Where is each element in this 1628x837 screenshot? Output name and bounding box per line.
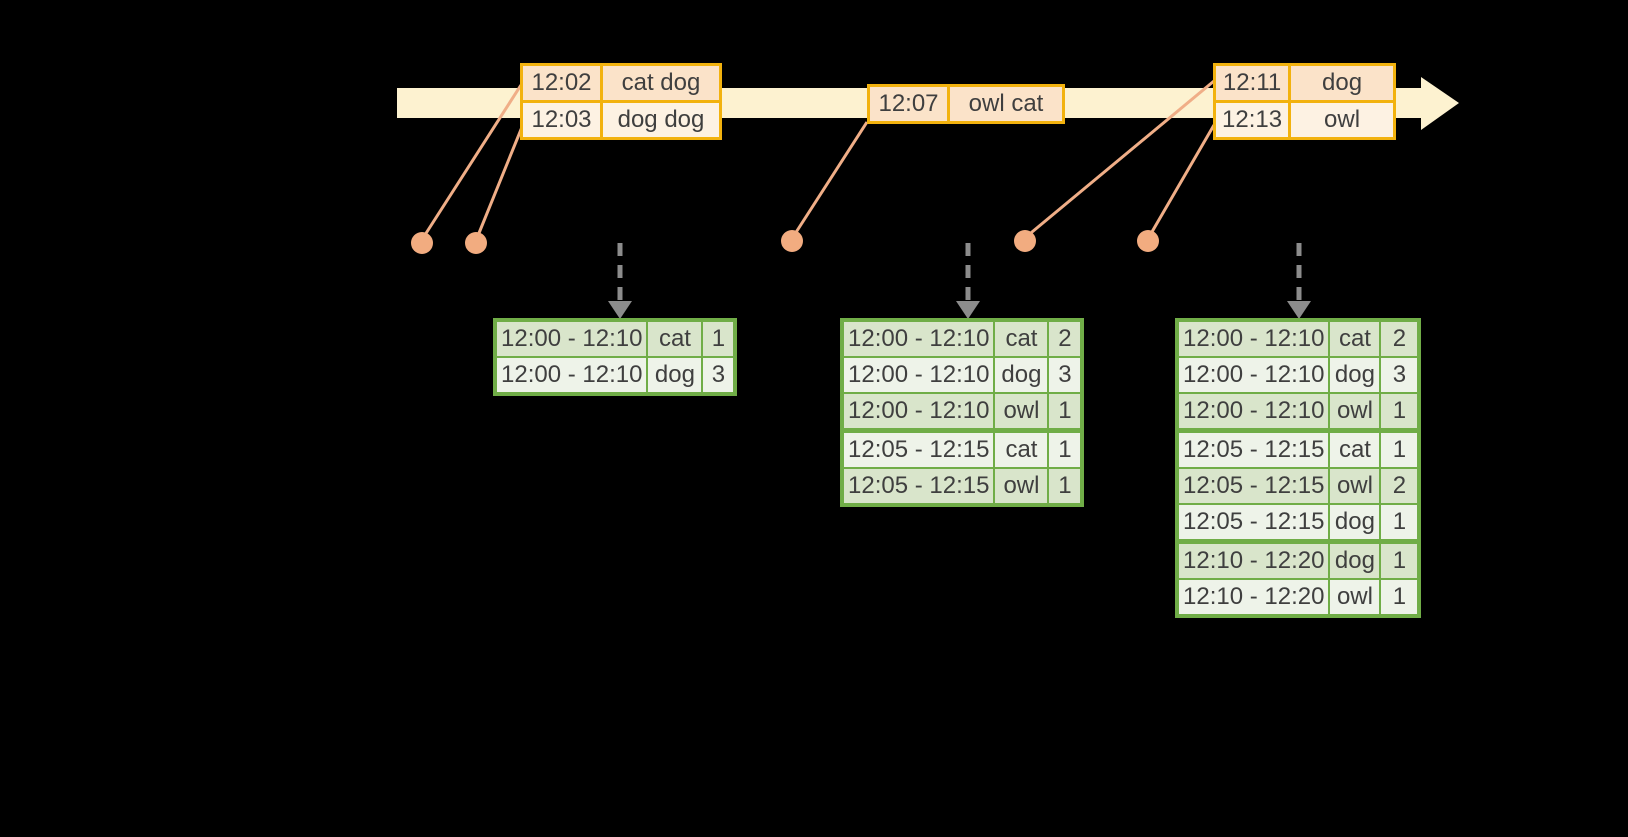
event-table-2: 12:07 owl cat <box>867 84 1065 124</box>
result-row: 12:00 - 12:10 owl 1 <box>840 392 1084 432</box>
event-table-1: 12:02 cat dog 12:03 dog dog <box>520 63 722 140</box>
result-row: 12:10 - 12:20 dog 1 <box>1175 539 1421 580</box>
result-row: 12:00 - 12:10 owl 1 <box>1175 392 1421 432</box>
window-cell: 12:00 - 12:10 <box>493 319 649 358</box>
window-cell: 12:05 - 12:15 <box>840 428 996 469</box>
event-value-cell: dog dog <box>600 100 722 140</box>
event-row: 12:07 owl cat <box>867 84 1065 124</box>
event-connector-line-1203 <box>475 126 524 239</box>
window-cell: 12:05 - 12:15 <box>1175 467 1331 505</box>
event-row: 12:11 dog <box>1212 63 1397 103</box>
result-row: 12:05 - 12:15 owl 1 <box>840 467 1084 506</box>
window-cell: 12:00 - 12:10 <box>840 356 996 394</box>
count-cell: 3 <box>1379 356 1421 394</box>
event-dot-1211 <box>1014 230 1036 252</box>
key-cell: owl <box>1328 467 1382 505</box>
key-cell: cat <box>993 428 1050 469</box>
result-row: 12:05 - 12:15 cat 1 <box>1175 428 1421 469</box>
event-table-3: 12:11 dog 12:13 owl <box>1212 63 1397 140</box>
result-row: 12:00 - 12:10 dog 3 <box>840 356 1084 394</box>
count-cell: 3 <box>1047 356 1084 394</box>
result-table-3: 12:00 - 12:10 cat 2 12:00 - 12:10 dog 3 … <box>1175 318 1422 618</box>
count-cell: 1 <box>701 319 737 358</box>
window-cell: 12:00 - 12:10 <box>1175 319 1331 358</box>
count-cell: 2 <box>1047 319 1084 358</box>
key-cell: dog <box>993 356 1050 394</box>
key-cell: cat <box>1328 428 1382 469</box>
event-time-cell: 12:13 <box>1212 100 1292 140</box>
key-cell: dog <box>1328 539 1382 580</box>
result-arrow-1-head <box>608 301 632 319</box>
count-cell: 1 <box>1047 467 1084 506</box>
window-cell: 12:00 - 12:10 <box>840 319 996 358</box>
event-dot-1202 <box>411 232 433 254</box>
count-cell: 1 <box>1379 503 1421 543</box>
key-cell: cat <box>993 319 1050 358</box>
key-cell: cat <box>646 319 704 358</box>
event-connector-line-1211 <box>1025 79 1215 239</box>
event-connector-line-1207 <box>791 121 869 238</box>
window-cell: 12:00 - 12:10 <box>493 356 649 395</box>
window-cell: 12:05 - 12:15 <box>1175 428 1331 469</box>
result-row: 12:10 - 12:20 owl 1 <box>1175 578 1421 617</box>
key-cell: owl <box>993 467 1050 506</box>
result-row: 12:05 - 12:15 cat 1 <box>840 428 1084 469</box>
count-cell: 3 <box>701 356 737 395</box>
key-cell: cat <box>1328 319 1382 358</box>
event-row: 12:02 cat dog <box>520 63 722 103</box>
result-arrow-2 <box>956 243 980 319</box>
event-time-cell: 12:11 <box>1212 63 1292 103</box>
window-cell: 12:00 - 12:10 <box>1175 392 1331 432</box>
event-row: 12:13 owl <box>1212 100 1397 140</box>
key-cell: dog <box>1328 503 1382 543</box>
event-connector-line-1213 <box>1147 124 1216 238</box>
window-cell: 12:00 - 12:10 <box>840 392 996 432</box>
event-time-cell: 12:02 <box>520 63 603 103</box>
count-cell: 1 <box>1379 392 1421 432</box>
window-cell: 12:05 - 12:15 <box>840 467 996 506</box>
event-value-cell: owl cat <box>947 84 1065 124</box>
result-arrow-3-head <box>1287 301 1311 319</box>
result-arrow-2-head <box>956 301 980 319</box>
window-cell: 12:00 - 12:10 <box>1175 356 1331 394</box>
result-row: 12:00 - 12:10 dog 3 <box>1175 356 1421 394</box>
result-row: 12:00 - 12:10 cat 2 <box>1175 319 1421 358</box>
key-cell: dog <box>646 356 704 395</box>
window-cell: 12:05 - 12:15 <box>1175 503 1331 543</box>
result-row: 12:00 - 12:10 cat 2 <box>840 319 1084 358</box>
event-value-cell: cat dog <box>600 63 722 103</box>
event-value-cell: owl <box>1288 100 1397 140</box>
result-table-1: 12:00 - 12:10 cat 1 12:00 - 12:10 dog 3 <box>493 318 738 396</box>
key-cell: owl <box>993 392 1050 432</box>
count-cell: 1 <box>1379 578 1421 617</box>
event-row: 12:03 dog dog <box>520 100 722 140</box>
count-cell: 1 <box>1379 539 1421 580</box>
result-row: 12:05 - 12:15 dog 1 <box>1175 503 1421 543</box>
window-cell: 12:10 - 12:20 <box>1175 539 1331 580</box>
result-row: 12:00 - 12:10 cat 1 <box>493 319 737 358</box>
window-cell: 12:10 - 12:20 <box>1175 578 1331 617</box>
count-cell: 1 <box>1047 428 1084 469</box>
key-cell: owl <box>1328 578 1382 617</box>
result-row: 12:00 - 12:10 dog 3 <box>493 356 737 395</box>
event-connector-line-1202 <box>421 84 523 239</box>
event-value-cell: dog <box>1288 63 1397 103</box>
event-time-cell: 12:03 <box>520 100 603 140</box>
key-cell: dog <box>1328 356 1382 394</box>
result-arrow-3 <box>1287 243 1311 319</box>
result-row: 12:05 - 12:15 owl 2 <box>1175 467 1421 505</box>
count-cell: 2 <box>1379 467 1421 505</box>
event-dot-1213 <box>1137 230 1159 252</box>
result-arrow-1 <box>608 243 632 319</box>
event-time-cell: 12:07 <box>867 84 950 124</box>
result-table-2: 12:00 - 12:10 cat 2 12:00 - 12:10 dog 3 … <box>840 318 1085 507</box>
event-dot-1203 <box>465 232 487 254</box>
count-cell: 1 <box>1047 392 1084 432</box>
count-cell: 1 <box>1379 428 1421 469</box>
event-dot-1207 <box>781 230 803 252</box>
key-cell: owl <box>1328 392 1382 432</box>
count-cell: 2 <box>1379 319 1421 358</box>
